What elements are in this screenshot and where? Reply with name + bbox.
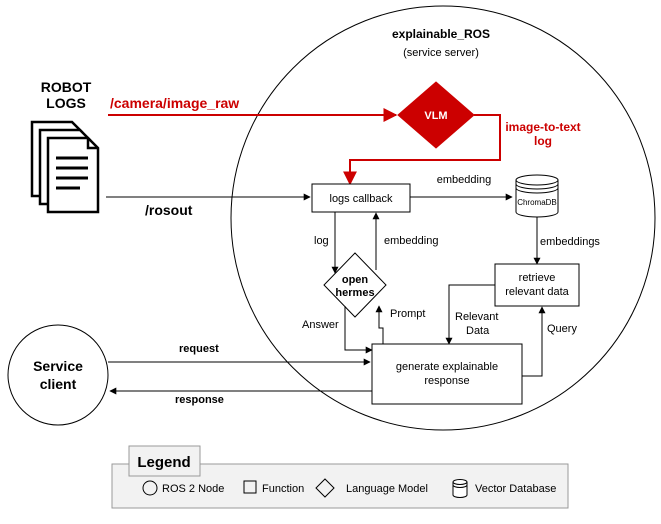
chromadb-label: ChromaDB (517, 198, 557, 207)
embeddings-label: embeddings (540, 236, 600, 248)
service-client-label-line2: client (40, 376, 77, 392)
legend-title-box (128, 445, 201, 477)
legend-ros2-node: ROS 2 Node (162, 483, 224, 495)
retrieve-relevant-data-box (494, 263, 580, 307)
legend-vector-database: Vector Database (475, 483, 556, 495)
open-hermes-label-line2: hermes (335, 287, 374, 299)
response-label: response (175, 394, 224, 406)
relevant-data-label-line1: Relevant (455, 311, 498, 323)
answer-label: Answer (302, 319, 339, 331)
language-model-legend-icon (315, 478, 335, 498)
image-to-text-label-line2: log (534, 134, 552, 148)
generate-label-line1: generate explainable (396, 361, 498, 373)
documents-icon (30, 120, 100, 214)
embedding-top-label: embedding (437, 174, 491, 186)
chromadb-cylinder (515, 174, 559, 218)
service-client-circle (7, 324, 109, 426)
vector-database-legend-icon (452, 479, 468, 498)
legend: Legend ROS 2 Node Function Language Mode… (111, 445, 569, 509)
service-server-circle (230, 5, 656, 431)
request-label: request (179, 343, 219, 355)
vlm-diamond (397, 81, 475, 149)
legend-title: Legend (137, 454, 190, 471)
logs-callback-label: logs callback (330, 193, 393, 205)
image-to-text-label-line1: image-to-text (505, 120, 580, 134)
prompt-arrow (375, 305, 384, 344)
image-to-text-arrow (343, 114, 501, 186)
generate-label-line2: response (424, 375, 469, 387)
ros2-node-legend-icon (142, 480, 158, 496)
retrieve-label-line1: retrieve (519, 272, 556, 284)
robot-logs-label-line1: ROBOT (41, 79, 92, 95)
camera-topic-label: /camera/image_raw (110, 95, 239, 111)
generate-response-box (371, 343, 523, 405)
relevant-data-arrow (445, 284, 495, 345)
prompt-label: Prompt (390, 308, 425, 320)
query-arrow (522, 306, 546, 377)
function-legend-icon (243, 480, 257, 494)
open-hermes-label-line1: open (342, 274, 369, 286)
logs-callback-box (311, 183, 411, 213)
answer-arrow (344, 306, 373, 354)
robot-logs-label-line2: LOGS (46, 95, 86, 111)
service-client-label-line1: Service (33, 358, 83, 374)
embedding-side-label: embedding (384, 235, 438, 247)
rosout-label: /rosout (145, 202, 193, 218)
vlm-label: VLM (424, 110, 447, 122)
log-label: log (314, 235, 329, 247)
server-title: explainable_ROS (392, 27, 490, 41)
open-hermes-diamond (323, 252, 387, 318)
legend-language-model: Language Model (346, 483, 428, 495)
relevant-data-label-line2: Data (466, 325, 490, 337)
retrieve-label-line2: relevant data (505, 286, 569, 298)
legend-function: Function (262, 483, 304, 495)
server-subtitle: (service server) (403, 47, 479, 59)
query-label: Query (547, 323, 577, 335)
